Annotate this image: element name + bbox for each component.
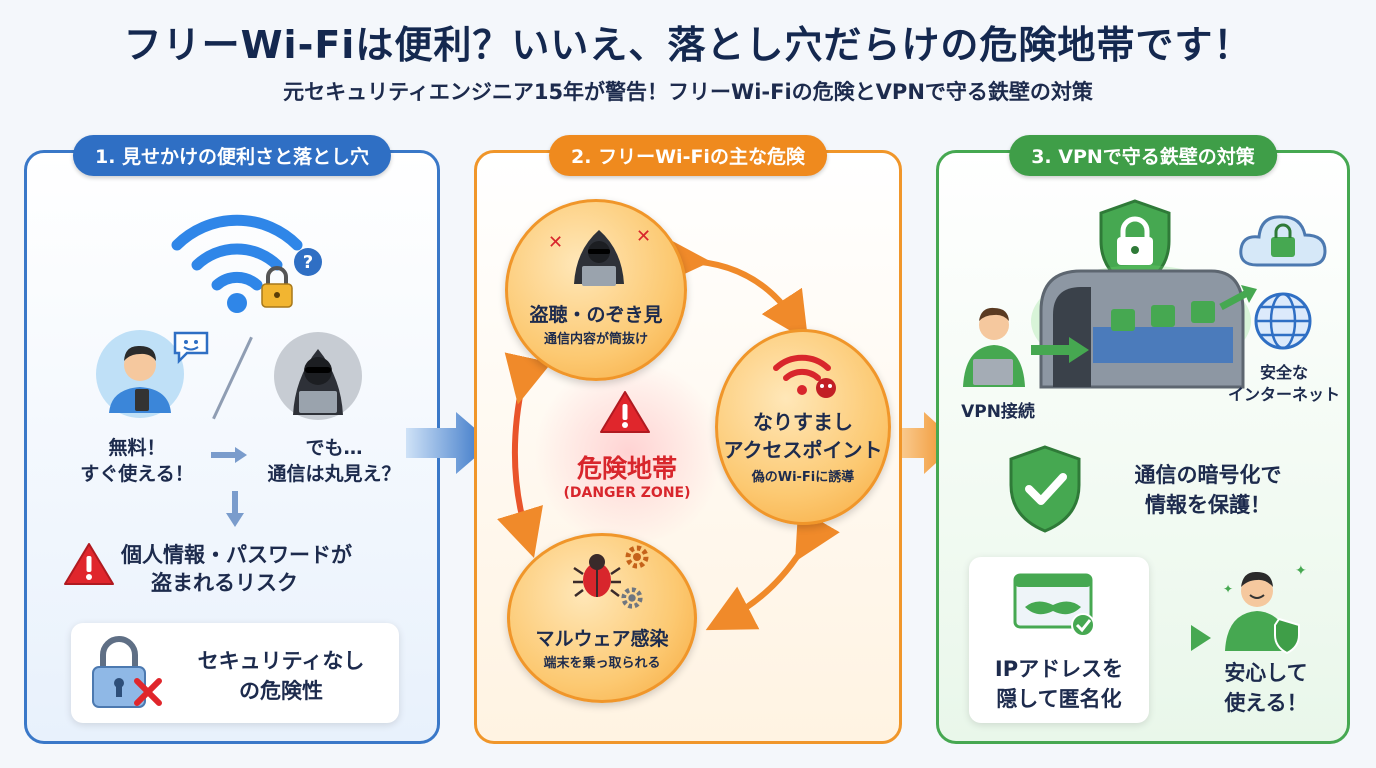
svg-text:?: ? — [303, 252, 313, 273]
but-label-line1: でも… — [305, 437, 363, 459]
happy-user-icon: ✦ ✦ — [1223, 563, 1307, 655]
close-icon — [134, 678, 162, 706]
danger-zone-glow — [529, 363, 729, 543]
threat-sniffing: ✕ ✕ 盗聴・のぞき見 通信内容が筒抜け — [505, 199, 687, 381]
hacker-icon — [274, 332, 362, 420]
warning-icon — [600, 391, 650, 433]
relief-line1: 安心して — [1224, 661, 1308, 685]
shield-check-icon — [1009, 445, 1081, 533]
bug-icon — [573, 554, 621, 597]
mask-icon — [1013, 573, 1095, 637]
vpn-connection-label: VPN接続 — [961, 402, 1035, 422]
free-label-line1: 無料！ — [108, 437, 166, 459]
risk-label-line1: 個人情報・パスワードが — [121, 543, 352, 567]
safe-internet-line1: 安全な — [1259, 363, 1308, 382]
danger-zone-title: 危険地帯 — [576, 454, 677, 483]
question-icon: ? — [294, 248, 322, 276]
arrow-right-icon — [1031, 337, 1089, 363]
wifi-icon — [171, 214, 303, 313]
relief-line2: 使える！ — [1224, 691, 1308, 715]
user-icon — [963, 307, 1025, 387]
sniffing-title: 盗聴・のぞき見 — [529, 304, 663, 326]
gear-icon — [621, 587, 643, 609]
malware-title: マルウェア感染 — [535, 628, 669, 650]
fake-ap-title-line2: アクセスポイント — [723, 438, 883, 462]
cloud-icon — [1239, 215, 1327, 267]
hacker-laptop-icon — [574, 230, 624, 286]
risk-label-line2: 盗まれるリスク — [151, 571, 298, 595]
threat-malware: マルウェア感染 端末を乗っ取られる — [507, 533, 697, 703]
flow-arrow-1-icon — [406, 412, 492, 474]
arrow-right-icon — [1219, 285, 1257, 311]
panel-vpn-heading: 3. VPNで守る鉄壁の対策 — [1009, 135, 1277, 176]
page-subtitle: 元セキュリティエンジニア15年が警告！フリーWi-Fiの危険とVPNで守る鉄壁の… — [283, 80, 1093, 104]
page-title: フリーWi-Fiは便利？いいえ、落とし穴だらけの危険地帯です！ — [123, 23, 1253, 67]
globe-icon — [1254, 292, 1312, 350]
arrow-right-icon — [1155, 625, 1211, 651]
anonymize-line1: IPアドレスを — [994, 657, 1124, 681]
padlock-icon — [92, 636, 146, 708]
red-x-icon: ✕ — [636, 226, 652, 247]
safe-internet-line2: インターネット — [1227, 385, 1340, 404]
red-x-icon: ✕ — [548, 232, 564, 253]
panel-dangers-heading: 2. フリーWi-Fiの主な危険 — [549, 135, 827, 176]
panel-dangers: 2. フリーWi-Fiの主な危険 危険地帯 (DANGER ZONE) ✕ ✕ … — [474, 135, 902, 744]
cycle-arrows-icon — [497, 236, 840, 631]
fake-ap-title-line1: なりすまし — [753, 410, 853, 434]
svg-text:✦: ✦ — [1223, 582, 1233, 596]
svg-text:✦: ✦ — [1295, 563, 1307, 579]
no-security-card: セキュリティなし の危険性 — [71, 623, 399, 723]
anonymize-line2: 隠して匿名化 — [996, 687, 1122, 711]
threat-fake-ap: なりすまし アクセスポイント 偽のWi-Fiに誘導 — [715, 329, 891, 525]
panel-pitfalls: 1. 見せかけの便利さと落とし穴 ? 無料！ すぐ使える！ — [24, 135, 440, 744]
danger-zone-subtitle: (DANGER ZONE) — [563, 485, 691, 501]
user-icon — [96, 330, 184, 418]
malware-desc: 端末を乗っ取られる — [543, 656, 661, 671]
anonymize-card: IPアドレスを 隠して匿名化 — [969, 557, 1149, 723]
no-security-line2: の危険性 — [239, 679, 323, 703]
shield-icon — [1099, 199, 1171, 291]
tunnel-icon — [1031, 265, 1251, 389]
fake-ap-desc: 偽のWi-Fiに誘導 — [751, 470, 855, 485]
free-label-line2: すぐ使える！ — [80, 463, 194, 485]
encryption-line2: 情報を保護！ — [1145, 493, 1271, 517]
arrow-down-icon — [226, 491, 244, 527]
warning-icon — [64, 543, 114, 585]
but-label-line2: 通信は丸見え？ — [267, 463, 401, 485]
panel-pitfalls-heading: 1. 見せかけの便利さと落とし穴 — [72, 135, 392, 176]
arrow-right-icon — [211, 447, 247, 463]
no-security-line1: セキュリティなし — [197, 649, 365, 673]
smile-bubble-icon — [173, 331, 209, 365]
divider-slash — [212, 336, 253, 420]
wifi-skull-icon — [773, 354, 836, 398]
padlock-icon — [261, 266, 293, 308]
sniffing-desc: 通信内容が筒抜け — [543, 332, 648, 347]
panel-vpn: 3. VPNで守る鉄壁の対策 VPN接続 安全な インター — [936, 135, 1350, 744]
gear-icon — [625, 545, 649, 569]
encryption-line1: 通信の暗号化で — [1134, 463, 1282, 487]
